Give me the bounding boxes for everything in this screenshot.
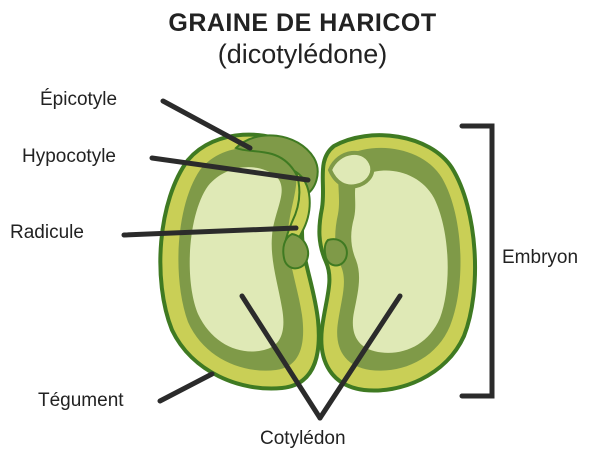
label-radicule: Radicule (10, 222, 84, 244)
right-radicule-notch (325, 239, 347, 265)
left-cotyledon (190, 167, 284, 351)
pointer-tegument (160, 374, 212, 401)
right-plumule-fold (330, 153, 372, 187)
label-epicotyle: Épicotyle (40, 89, 117, 111)
label-hypocotyle: Hypocotyle (22, 146, 116, 168)
right-cotyledon (351, 171, 448, 353)
pointer-epicotyle (163, 101, 250, 148)
label-cotyledon: Cotylédon (260, 428, 346, 450)
right-seed-half (319, 135, 475, 390)
label-tegument: Tégument (38, 390, 124, 412)
label-embryon: Embryon (502, 247, 578, 269)
